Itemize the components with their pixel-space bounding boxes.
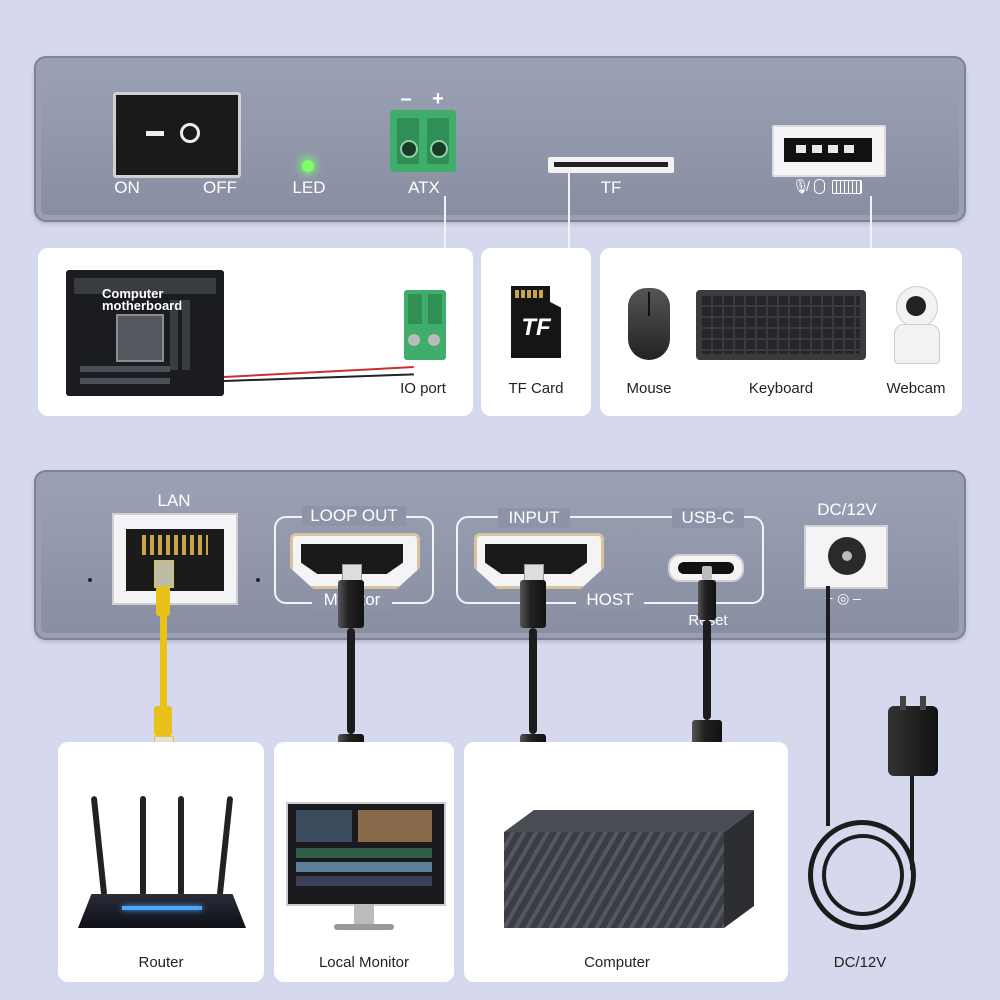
loop-out-label: LOOP OUT xyxy=(302,506,406,526)
usb-a-port[interactable] xyxy=(772,125,886,177)
dc-power-adapter-icon xyxy=(888,696,938,776)
mouse-icon xyxy=(814,179,825,194)
motherboard-image: Computer motherboard xyxy=(66,270,224,396)
tf-card-logo: TF xyxy=(521,314,551,341)
lan-cable xyxy=(152,560,174,770)
webcam-caption: Webcam xyxy=(886,380,946,397)
dc-label: DC/12V xyxy=(817,500,877,519)
mouse-image xyxy=(628,288,670,360)
local-monitor-card: Local Monitor xyxy=(274,742,454,982)
monitor-image xyxy=(286,802,446,936)
tf-card-image: TF xyxy=(511,286,561,358)
tf-card-card: TF TF Card xyxy=(481,248,591,416)
hdmi-input-port[interactable] xyxy=(474,533,604,589)
atx-terminal-connector[interactable] xyxy=(390,110,456,172)
peripherals-card: Mouse Keyboard Webcam xyxy=(600,248,962,416)
leader-usb xyxy=(870,196,872,248)
computer-card: Computer xyxy=(464,742,788,982)
separator-slash: / xyxy=(806,178,810,194)
local-monitor-caption: Local Monitor xyxy=(318,954,410,971)
keyboard-caption: Keyboard xyxy=(748,380,814,397)
dc-cable xyxy=(826,586,830,826)
leader-tf xyxy=(568,173,570,248)
usb-c-label: USB-C xyxy=(672,508,744,528)
dc-power-jack[interactable] xyxy=(804,525,888,589)
tf-label: TF xyxy=(600,178,622,197)
lan-indicator-left xyxy=(88,578,92,582)
atx-plus-label: + xyxy=(432,88,444,110)
tf-card-slot[interactable] xyxy=(548,157,674,173)
atx-screw-plus-icon xyxy=(430,140,448,158)
lan-indicator-right xyxy=(256,578,260,582)
dc-cable-coil-inner xyxy=(822,834,904,916)
router-image xyxy=(78,795,246,932)
dc-polarity-label: + ◎ – xyxy=(825,590,861,606)
led-indicator xyxy=(302,160,314,172)
mouse-caption: Mouse xyxy=(626,380,672,397)
dc-caption: DC/12V xyxy=(833,954,887,971)
tf-card-caption: TF Card xyxy=(508,380,564,397)
atx-screw-minus-icon xyxy=(400,140,418,158)
atx-label: ATX xyxy=(408,178,440,197)
microphone-icon: 🎙 xyxy=(792,178,810,194)
switch-on-mark xyxy=(146,131,164,136)
leader-atx xyxy=(444,196,446,248)
router-caption: Router xyxy=(138,954,184,971)
atx-minus-label: – xyxy=(400,88,412,110)
lan-port[interactable] xyxy=(112,513,238,605)
dc-cable-to-adapter xyxy=(910,770,914,870)
motherboard-card: Computer motherboard IO port xyxy=(38,248,473,416)
computer-image xyxy=(504,810,754,930)
io-green-terminal-icon xyxy=(404,290,446,360)
led-label: LED xyxy=(292,178,326,197)
host-label: HOST xyxy=(576,590,644,610)
switch-on-label: ON xyxy=(114,178,140,197)
power-rocker-switch[interactable] xyxy=(113,92,241,178)
usb-device-icons: 🎙 / xyxy=(792,178,864,196)
dc-cable-coil xyxy=(808,820,916,930)
switch-off-label: OFF xyxy=(203,178,237,197)
computer-caption: Computer xyxy=(584,954,650,971)
router-card: Router xyxy=(58,742,264,982)
lan-label: LAN xyxy=(157,491,191,510)
webcam-image xyxy=(892,286,940,364)
motherboard-label: Computer motherboard xyxy=(102,286,183,313)
io-port-caption: IO port xyxy=(400,380,446,397)
keyboard-icon xyxy=(832,180,862,194)
keyboard-image xyxy=(696,290,866,360)
switch-off-mark xyxy=(180,123,200,143)
input-label: INPUT xyxy=(498,508,570,528)
